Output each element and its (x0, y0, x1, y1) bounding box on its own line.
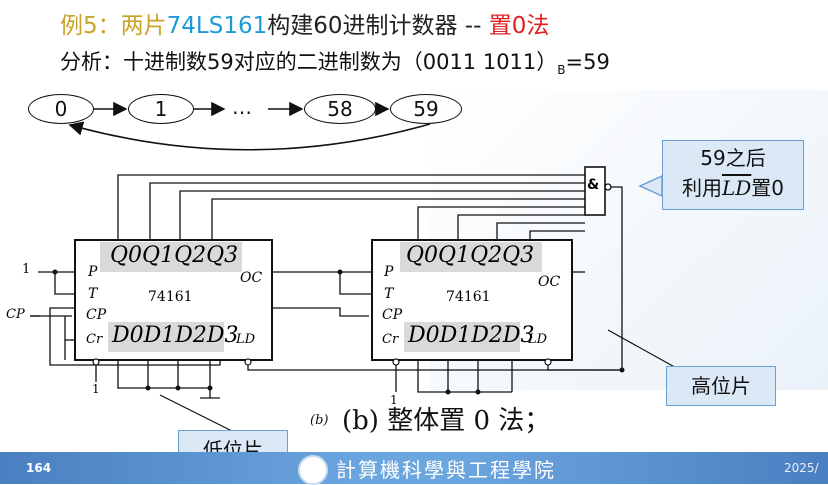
after59-callout: 59之后 利用LD置0 (662, 140, 804, 210)
high-chip-ground-one: 1 (390, 393, 398, 407)
school-logo-icon (298, 455, 328, 485)
after59-line2: 利用LD置0 (681, 176, 785, 200)
low-chip-d-highlight (108, 322, 224, 352)
title-prefix: 例5：两片 (60, 13, 167, 39)
low-chip-t: T (88, 286, 98, 302)
analysis-suffix: =59 (565, 50, 610, 74)
title-method: 置0法 (488, 13, 550, 39)
high-chip-oc: OC (538, 274, 561, 290)
low-chip-model: 74161 (148, 289, 193, 305)
nand-gate (584, 166, 606, 216)
analysis-body: 分析：十进制数59对应的二进制数为（0011 1011） (60, 50, 558, 74)
school-name: 計算機科學與工程學院 (336, 458, 556, 482)
low-chip-inputs: D0D1D2D3 (112, 323, 239, 348)
low-chip-ld: LD (236, 332, 256, 347)
cp-input-label: CP (6, 307, 25, 322)
low-chip-cp: CP (86, 307, 107, 323)
page-number: 164 (26, 461, 52, 475)
caption-small-b: (b) (310, 413, 329, 428)
low-chip-one-label: 1 (22, 262, 31, 277)
low-chip-outputs: Q0Q1Q2Q3 (110, 243, 239, 268)
high-chip-t: T (384, 286, 394, 302)
title-middle: 构建60进制计数器 -- (267, 13, 489, 39)
state-arrows (68, 101, 431, 151)
after59-line1: 59之后 (700, 146, 766, 170)
low-chip-ground-one: 1 (92, 382, 100, 396)
high-chip-ld: LD (528, 332, 548, 347)
high-chip-p: P (384, 264, 394, 280)
state-59: 59 (390, 94, 462, 124)
circuit-wires (30, 174, 623, 399)
high-callout-line (607, 329, 681, 371)
after59-callout-tail (638, 174, 663, 198)
low-chip-q-highlight (100, 242, 242, 272)
high-chip-d-highlight (404, 322, 520, 352)
high-chip-cp: CP (382, 307, 403, 323)
low-callout-line (159, 394, 241, 436)
low-chip-p: P (88, 264, 98, 280)
low-chip-cr: Cr (86, 332, 103, 347)
nand-bubble (604, 183, 612, 191)
high-chip-inputs: D0D1D2D3 (408, 323, 535, 348)
after59-ld: LD (721, 176, 752, 200)
analysis-text: 分析：十进制数59对应的二进制数为（0011 1011）B=59 (60, 46, 610, 77)
high-chip-outputs: Q0Q1Q2Q3 (406, 243, 535, 268)
title-chip: 74LS161 (166, 13, 268, 39)
junction-dots (52, 269, 625, 395)
slide-title: 例5：两片74LS161构建60进制计数器 -- 置0法 (60, 6, 549, 40)
analysis-subscript: B (557, 63, 566, 78)
high-chip-q-highlight (400, 242, 542, 272)
high-chip-cr: Cr (382, 332, 399, 347)
nand-gate-symbol: & (587, 177, 600, 193)
low-chip-oc: OC (240, 270, 263, 286)
high-chip-callout: 高位片 (666, 366, 776, 406)
state-ellipsis: … (232, 95, 252, 119)
footer-date: 2025/ (784, 461, 819, 475)
caption-main: (b) 整体置 0 法； (342, 406, 551, 436)
high-chip-model: 74161 (446, 289, 491, 305)
footer-bar (0, 452, 828, 484)
